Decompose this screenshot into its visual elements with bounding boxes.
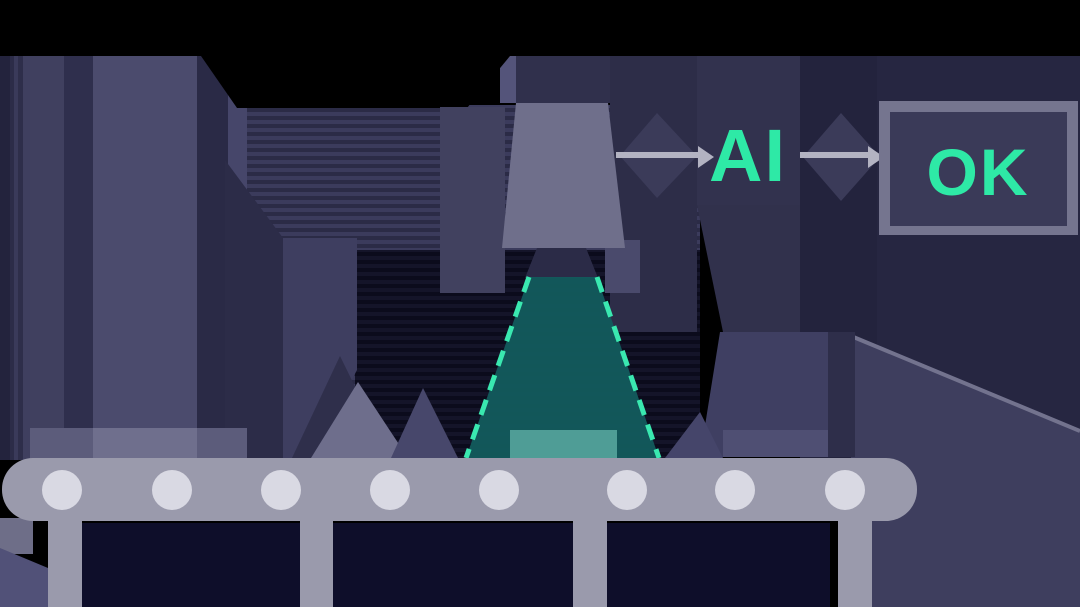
pillar: [197, 56, 228, 460]
pillar: [18, 56, 23, 460]
belt-roller: [479, 470, 519, 510]
arrow-line: [800, 152, 870, 158]
scan-beam-dash-right: [594, 276, 662, 459]
medium-triangle: [391, 388, 458, 458]
corner-wedge: [0, 548, 48, 607]
pillar-shadow-diagonal: [225, 160, 283, 460]
left-pillar-group: [0, 56, 283, 460]
machine-block-right: [700, 332, 828, 457]
pillar: [14, 56, 18, 460]
column-right-highlight: [605, 240, 640, 293]
arrow-ai-to-ok: [800, 146, 884, 168]
scan-beam-dash-left: [463, 276, 532, 459]
conveyor-rollers: [42, 470, 865, 510]
belt-end-wrap: [0, 518, 33, 554]
crate: [333, 523, 573, 607]
light-triangle: [311, 382, 408, 458]
wall-edge-highlight: [500, 56, 516, 103]
right-slope: [851, 336, 1080, 607]
ai-panel-funnel: [697, 205, 800, 332]
pillar-base-band-light: [93, 428, 197, 460]
arrowhead-icon: [698, 146, 714, 168]
scanner-nozzle: [525, 248, 598, 278]
conveyor-belt: [2, 458, 917, 521]
ok-label: OK: [927, 135, 1030, 209]
machine-block-side: [828, 332, 855, 457]
pillar: [23, 56, 30, 460]
belt-roller: [825, 470, 865, 510]
cone-foot-triangle: [665, 412, 723, 458]
scanned-item: [510, 430, 617, 458]
pillar: [0, 56, 10, 460]
arrow-line: [616, 152, 698, 158]
arrow-scanner-to-ai: [616, 146, 714, 168]
crate: [607, 523, 830, 607]
pillar-wide: [93, 56, 197, 460]
crate: [80, 523, 300, 607]
belt-roller: [715, 470, 755, 510]
column-left-of-scanner: [440, 107, 505, 293]
scan-cone: [466, 277, 659, 458]
pillar: [30, 56, 64, 460]
belt-roller: [607, 470, 647, 510]
pillar: [10, 56, 14, 460]
ceiling-shadow: [201, 56, 510, 108]
ok-box-screen: [890, 112, 1067, 226]
belt-roller: [42, 470, 82, 510]
belt-roller: [261, 470, 301, 510]
scanner-camera-icon: [502, 103, 625, 248]
slope-edge-line: [850, 334, 1080, 433]
scanner-top-mount: [516, 56, 610, 103]
belt-roller: [370, 470, 410, 510]
arrowhead-icon: [868, 146, 884, 168]
ai-panel: [697, 56, 800, 205]
machine-block-base: [723, 430, 828, 457]
belt-roller: [152, 470, 192, 510]
ok-result-box: [879, 101, 1078, 235]
ai-label: AI: [709, 114, 787, 197]
pillar: [64, 56, 93, 460]
